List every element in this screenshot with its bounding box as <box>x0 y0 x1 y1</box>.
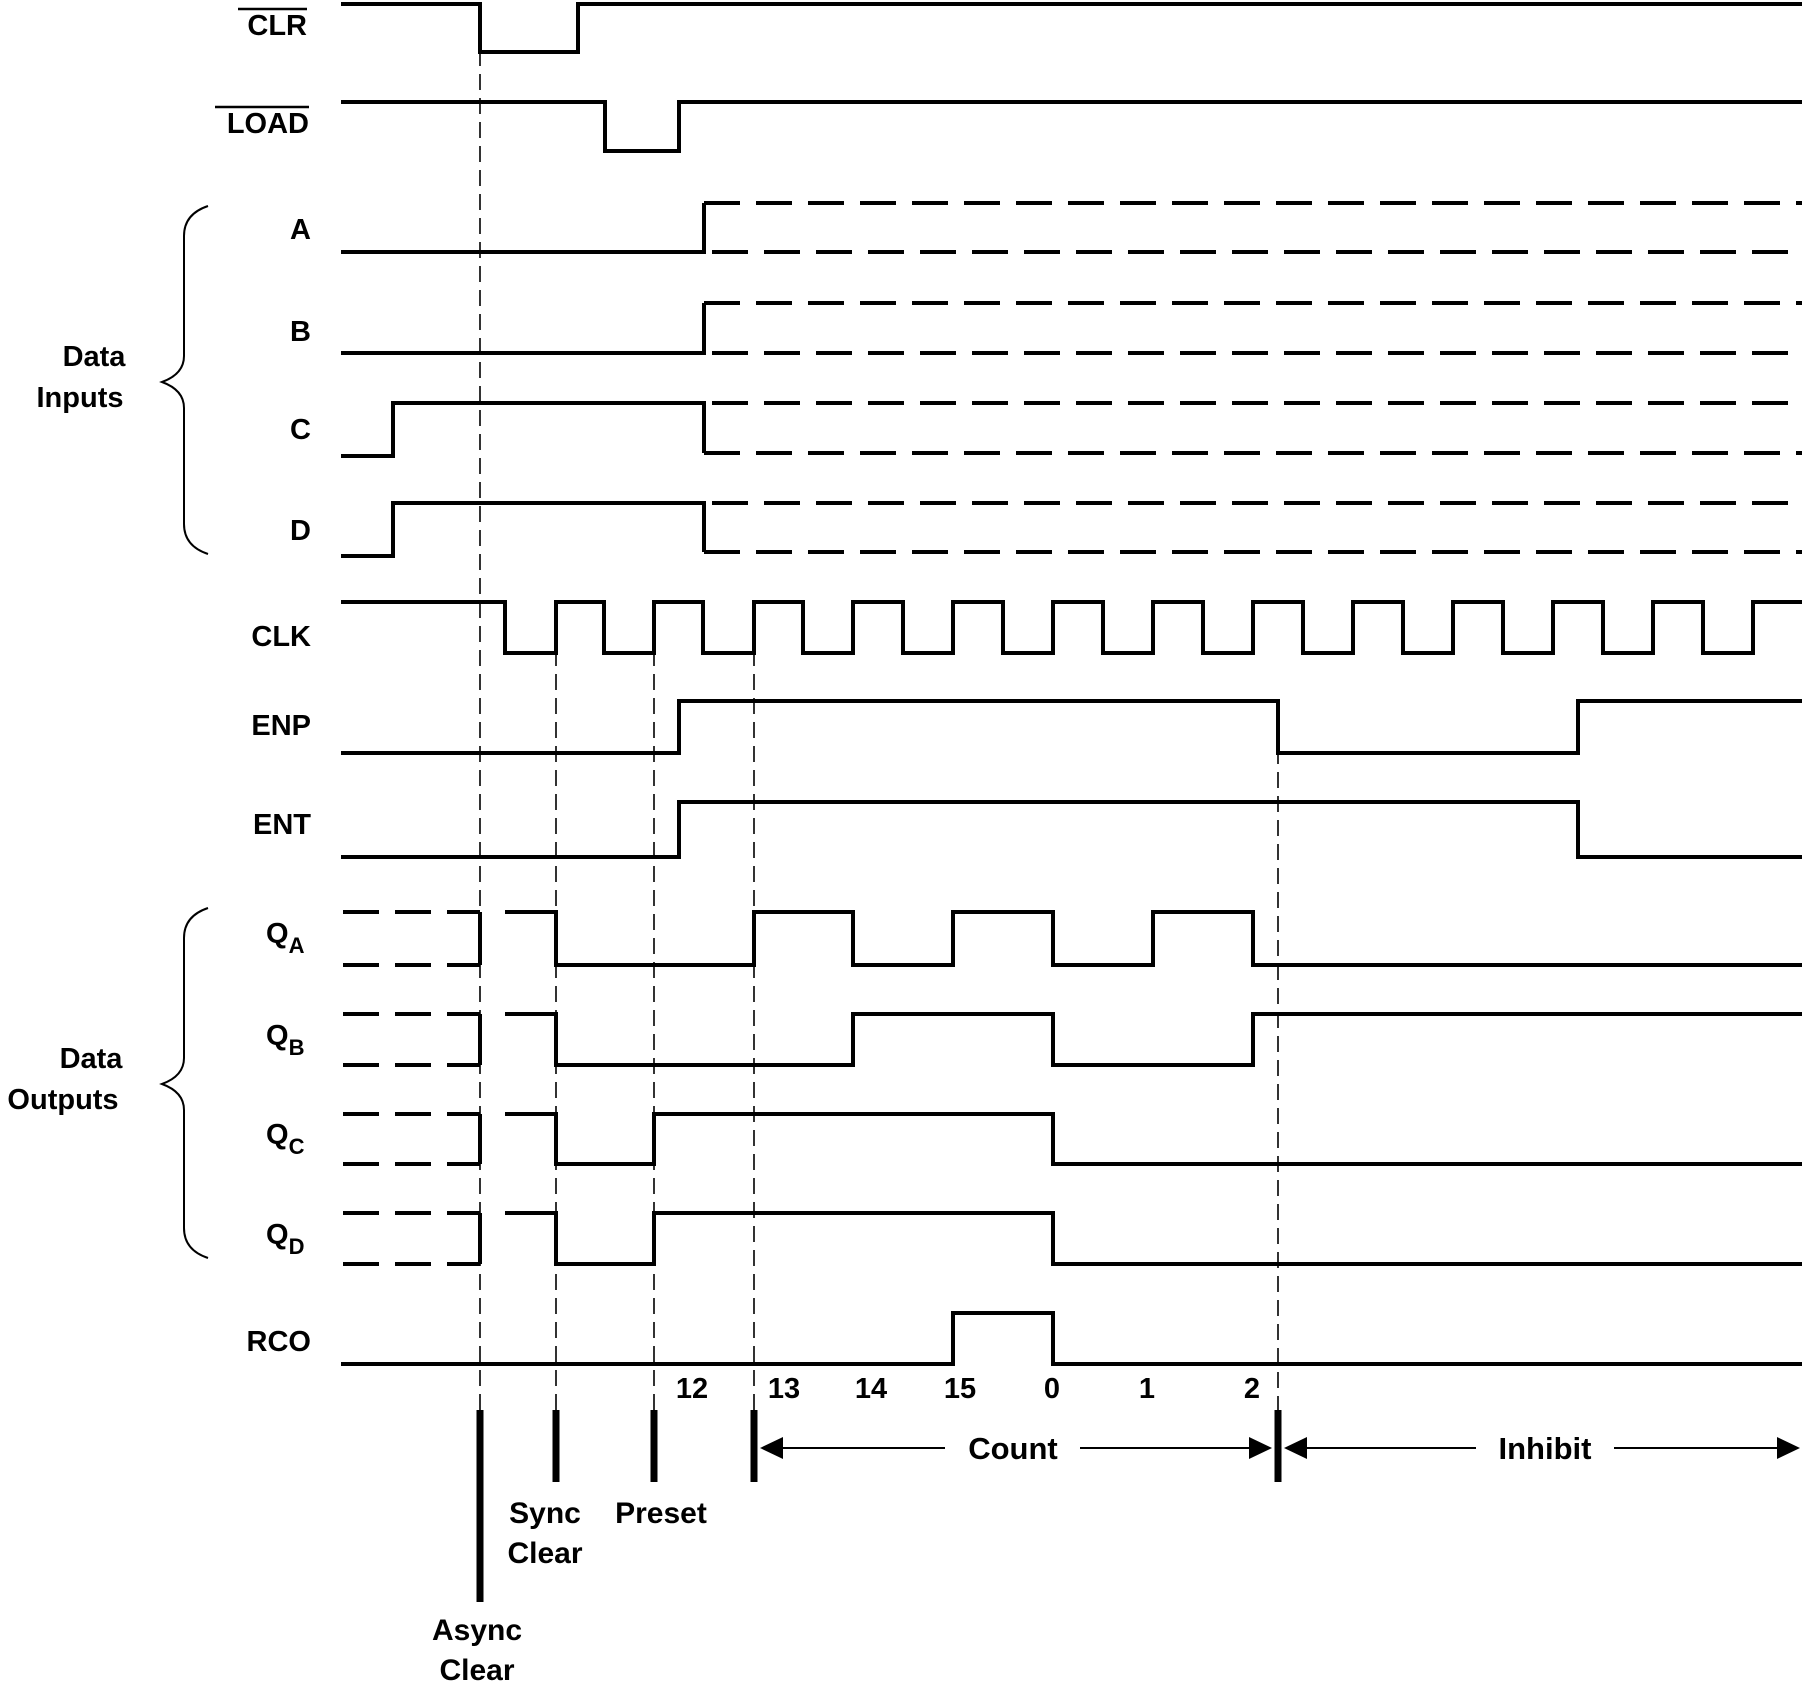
wave-ent <box>341 800 1802 859</box>
signal-labels: CLR LOAD A B C D CLK ENP ENT QA QB QC QD… <box>215 7 311 1358</box>
label-d: D <box>290 515 311 547</box>
count-2: 2 <box>1244 1373 1260 1405</box>
label-qa: QA <box>266 918 305 958</box>
wave-load <box>341 100 1802 153</box>
count-arrow-right-head <box>1249 1437 1272 1459</box>
data-outputs-line1: Data <box>60 1043 124 1075</box>
wave-qb <box>505 1012 1802 1067</box>
wave-b-low <box>341 303 706 355</box>
wave-qc <box>505 1112 1802 1166</box>
mode-arrows: Count Inhibit <box>760 1431 1800 1466</box>
label-b: B <box>290 316 311 348</box>
wave-qa <box>505 910 1802 967</box>
inhibit-arrow-left-head <box>1284 1437 1307 1459</box>
count-arrow-left-head <box>760 1437 783 1459</box>
sync-clear-line2: Clear <box>507 1537 582 1570</box>
count-0: 0 <box>1044 1373 1060 1405</box>
label-a: A <box>290 214 311 246</box>
async-clear-line1: Async <box>432 1614 522 1647</box>
wave-clr <box>341 2 1802 54</box>
sync-clear-line1: Sync <box>509 1497 581 1530</box>
count-15: 15 <box>944 1373 976 1405</box>
wave-qd <box>505 1211 1802 1266</box>
event-markers: Async Clear Sync Clear Preset <box>432 1410 1282 1681</box>
brace-data-outputs <box>159 907 209 1259</box>
label-qd: QD <box>266 1219 304 1259</box>
count-14: 14 <box>855 1373 887 1405</box>
async-clear-line2: Clear <box>439 1654 514 1681</box>
guide-lines <box>479 50 1279 1410</box>
label-qc: QC <box>266 1119 305 1159</box>
wave-rco <box>341 1311 1802 1366</box>
count-values: 12 13 14 15 0 1 2 <box>676 1373 1260 1405</box>
label-ent: ENT <box>253 809 311 841</box>
group-data-outputs: Data Outputs <box>7 907 209 1259</box>
label-qb: QB <box>266 1020 304 1060</box>
wave-clk <box>341 600 1802 655</box>
data-inputs-line2: Inputs <box>37 382 124 414</box>
inhibit-label: Inhibit <box>1499 1431 1592 1466</box>
count-1: 1 <box>1139 1373 1155 1405</box>
wave-enp <box>341 699 1802 755</box>
group-data-inputs: Data Inputs <box>37 205 209 555</box>
preset-label: Preset <box>615 1497 707 1530</box>
label-clk: CLK <box>251 621 311 653</box>
label-c: C <box>290 414 311 446</box>
wave-c-high <box>341 401 706 458</box>
label-load: LOAD <box>227 108 309 140</box>
data-inputs-line1: Data <box>63 341 127 373</box>
label-clr: CLR <box>247 10 307 42</box>
count-12: 12 <box>676 1373 708 1405</box>
wave-d-high <box>341 501 706 558</box>
brace-data-inputs <box>159 205 209 555</box>
label-rco: RCO <box>247 1326 311 1358</box>
label-enp: ENP <box>251 710 311 742</box>
wave-a-low <box>341 203 706 254</box>
count-13: 13 <box>768 1373 800 1405</box>
waveforms <box>341 2 1802 1366</box>
count-label: Count <box>968 1431 1058 1466</box>
inhibit-arrow-right-head <box>1777 1437 1800 1459</box>
data-outputs-line2: Outputs <box>7 1084 118 1116</box>
